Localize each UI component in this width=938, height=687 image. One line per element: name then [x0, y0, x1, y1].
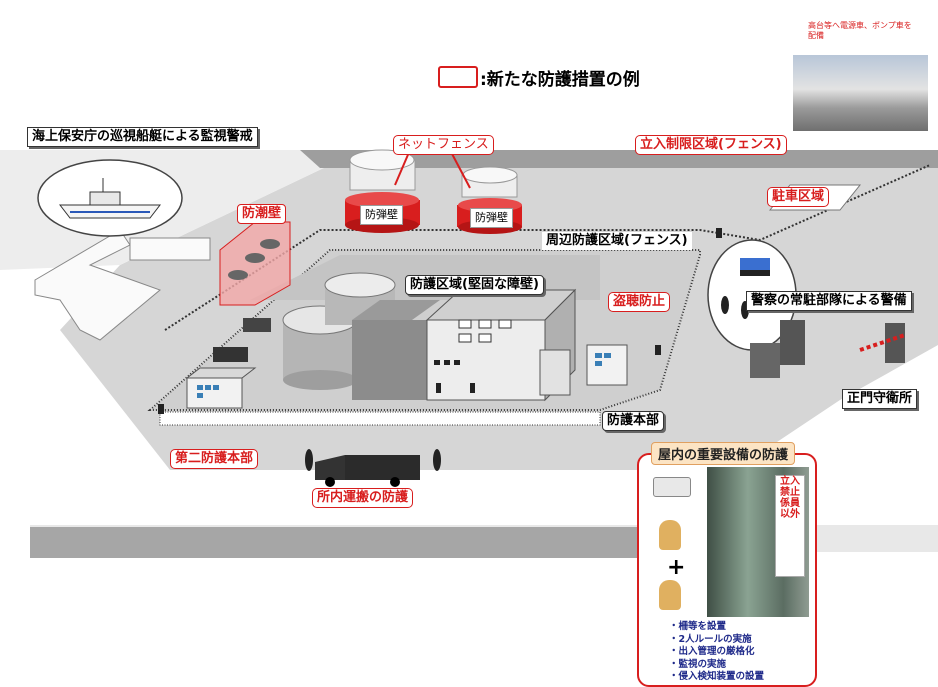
legend-text: :新たな防護措置の例 [480, 70, 640, 90]
label-tide-wall: 防潮壁 [237, 204, 287, 224]
surveillance-camera [655, 345, 661, 355]
list-item: ・出入管理の厳格化 [669, 646, 755, 657]
label-police-guard: 警察の常駐部隊による警備 [746, 291, 912, 311]
transport-truck [305, 449, 441, 487]
list-item: ・監視の実施 [669, 658, 727, 670]
label-transport-protection: 所内運搬の防護 [312, 488, 414, 508]
label-main-gate: 正門守衛所 [842, 389, 918, 409]
measures-list: ・柵等を設置 ・2人ルールの実施 ・出入管理の厳格化 ・監視の実施 ・侵入検知装… [669, 621, 764, 684]
label-protection-hq: 防護本部 [602, 411, 665, 431]
label-restricted-area: 立入制限区域(フェンス) [635, 135, 787, 155]
surveillance-camera [158, 404, 164, 414]
second-hq-building [185, 367, 257, 409]
no-entry-sign: 立入禁止 係員以外 [775, 475, 805, 577]
sign-text-right: 係員以外 [780, 498, 800, 520]
surveillance-camera [716, 228, 722, 238]
panel-title: 屋内の重要設備の防護 [651, 442, 796, 465]
label-coast-guard: 海上保安庁の巡視船艇による監視警戒 [27, 127, 258, 147]
list-item: ・侵入検知装置の設置 [669, 671, 765, 682]
indoor-protection-panel: 屋内の重要設備の防護 + 立入禁止 係員以外 ・柵等を設置 ・2人ルールの実施 … [637, 442, 817, 687]
label-net-fence: ネットフェンス [393, 135, 494, 155]
label-bulletproof-wall-1: 防弾壁 [360, 205, 403, 225]
legend-swatch [438, 66, 478, 88]
main-gate [750, 320, 906, 378]
label-anti-eavesdrop: 盗聴防止 [608, 292, 671, 312]
worker-icon [659, 520, 681, 550]
pier [34, 229, 161, 341]
photo-caption: 高台等へ電源車、ポンプ車を配備 [808, 21, 912, 40]
list-item: ・2人ルールの実施 [669, 633, 752, 645]
worker-icon [659, 580, 681, 610]
jetty [129, 237, 211, 261]
camera-icon [653, 477, 691, 497]
protection-hq-building [586, 344, 628, 386]
net-fence-pointer [394, 149, 411, 186]
generator-unit [243, 318, 271, 332]
power-truck-photo [793, 55, 928, 131]
label-perimeter-area: 周辺防護区域(フェンス) [542, 232, 692, 250]
net-fence-pointer [449, 149, 471, 189]
list-item: ・柵等を設置 [669, 621, 727, 632]
label-second-hq: 第二防護本部 [170, 449, 259, 469]
label-bulletproof-wall-2: 防弾壁 [470, 208, 513, 228]
restricted-fence [164, 164, 931, 331]
plus-symbol: + [667, 555, 686, 580]
coast-guard-ship [37, 159, 183, 237]
perimeter-fence-front [159, 411, 601, 426]
generator-unit [213, 347, 248, 362]
sign-text-left: 立入禁止 [780, 476, 800, 498]
tide-wall [219, 221, 291, 306]
label-protected-area: 防護区域(堅固な障壁) [405, 275, 544, 295]
label-parking-area: 駐車区域 [767, 187, 830, 207]
reactor-building [352, 288, 577, 402]
ground-edge [30, 527, 655, 558]
